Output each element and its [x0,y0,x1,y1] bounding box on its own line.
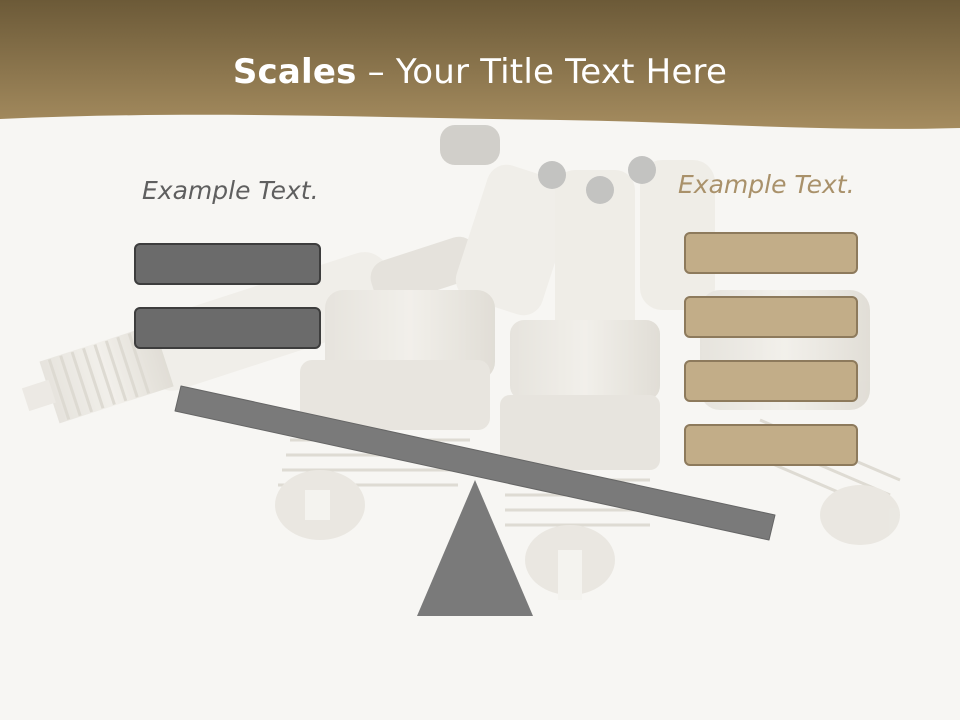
header-band [0,0,960,129]
right-example-label: Example Text. [678,170,855,199]
slide-title: Scales – Your Title Text Here [0,52,960,92]
title-rest: – Your Title Text Here [356,52,728,92]
scale-beam [174,385,776,541]
right-box-2 [684,296,858,338]
left-box-2 [134,307,321,349]
title-bold: Scales [232,52,357,92]
scale-fulcrum [417,480,533,616]
right-box-1 [684,232,858,274]
right-box-4 [684,424,858,466]
left-example-label: Example Text. [142,176,319,205]
spark-plugs-image [21,125,901,600]
left-box-1 [134,243,321,285]
right-box-3 [684,360,858,402]
